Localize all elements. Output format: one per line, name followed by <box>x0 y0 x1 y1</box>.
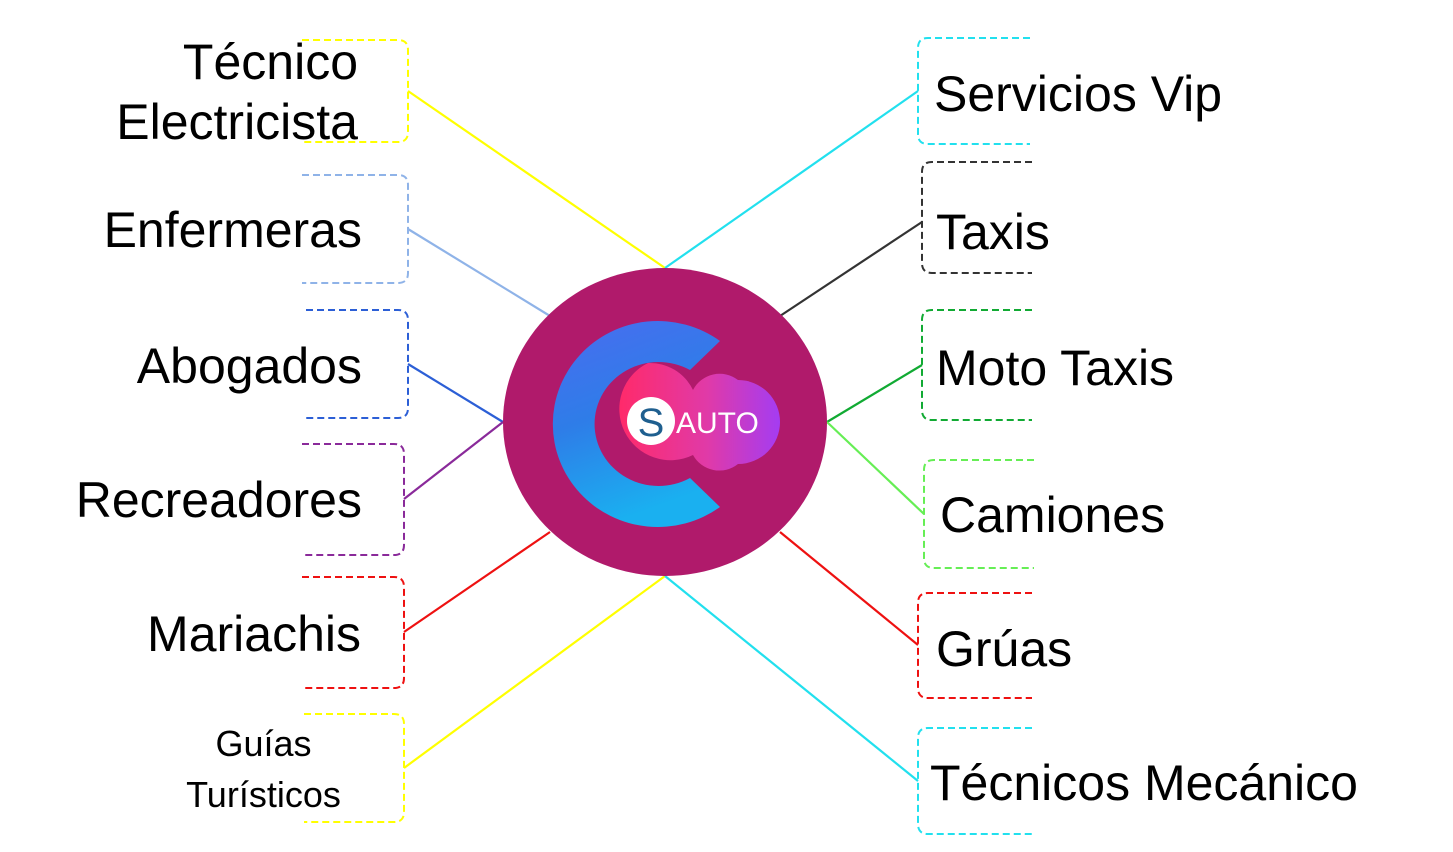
bracket-right-1 <box>921 161 1032 274</box>
connector-left-4 <box>403 531 551 633</box>
connector-right-0 <box>664 90 919 269</box>
branch-label-left-3: Recreadores <box>75 472 362 528</box>
branch-label-right-0: Servicios Vip <box>934 66 1223 122</box>
branch-label-right-4: Grúas <box>936 621 1073 677</box>
logo-word: AUTO <box>676 407 759 440</box>
bracket-left-3 <box>302 443 405 556</box>
connector-right-2 <box>826 364 923 423</box>
branch-label-left-2: Abogados <box>136 338 362 394</box>
connector-left-1 <box>407 228 551 317</box>
bracket-left-4 <box>302 576 405 689</box>
central-hub: S AUTO <box>503 268 827 576</box>
connector-left-2 <box>407 363 504 423</box>
bracket-right-2 <box>921 309 1032 421</box>
connector-left-3 <box>403 421 504 500</box>
bracket-left-0 <box>302 39 409 143</box>
bracket-left-5 <box>304 713 405 823</box>
logo-pill <box>619 362 780 471</box>
logo-letter: S <box>638 401 665 445</box>
connector-left-5 <box>403 575 666 769</box>
logo-s-badge <box>627 397 675 445</box>
branch-label-right-3: Camiones <box>940 487 1166 543</box>
branch-label-right-2: Moto Taxis <box>936 340 1175 396</box>
branch-label-left-0: Técnico Electricista <box>116 34 358 150</box>
branch-label-right-1: Taxis <box>936 204 1050 260</box>
connector-right-5 <box>664 575 919 782</box>
branch-label-left-4: Mariachis <box>147 606 361 662</box>
connector-right-3 <box>826 421 925 515</box>
branch-label-left-5: Guías Turísticos <box>186 723 341 815</box>
connector-right-1 <box>779 221 923 317</box>
logo-c-shape <box>552 321 720 527</box>
branch-label-left-1: Enfermeras <box>103 202 362 258</box>
connector-right-4 <box>779 531 919 646</box>
branch-label-right-5: Técnicos Mecánico <box>930 755 1358 811</box>
connector-left-0 <box>407 90 666 269</box>
